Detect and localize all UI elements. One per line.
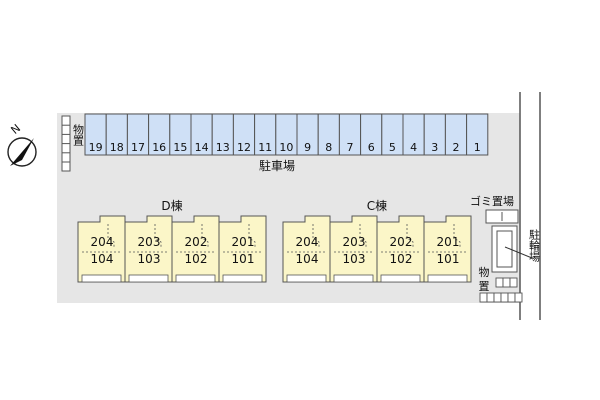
compass-north-label: N bbox=[8, 122, 23, 137]
unit-storage-box bbox=[128, 274, 169, 283]
unit-number-lower: 103 bbox=[343, 252, 366, 266]
garbage-label: ゴミ置場 bbox=[470, 194, 514, 208]
unit-stair-detail bbox=[406, 224, 414, 248]
parking-space-number: 8 bbox=[325, 141, 332, 154]
building-c: C棟 204 104 203 103 202 102 201 101 bbox=[282, 198, 472, 283]
compass-north-icon bbox=[10, 138, 34, 166]
unit-number-lower: 102 bbox=[390, 252, 413, 266]
compass: N bbox=[7, 122, 37, 167]
unit-number-lower: 102 bbox=[185, 252, 208, 266]
parking-space-number: 18 bbox=[110, 141, 124, 154]
parking-space-number: 6 bbox=[368, 141, 375, 154]
unit-number-upper: 204 bbox=[91, 235, 114, 249]
parking-space-number: 15 bbox=[173, 141, 187, 154]
storage-right-label-1: 物 bbox=[479, 265, 490, 279]
storage-right-box-lower bbox=[479, 292, 488, 303]
parking-space-number: 1 bbox=[474, 141, 481, 154]
parking-space-number: 16 bbox=[152, 141, 166, 154]
storage-right-label-2: 置 bbox=[479, 280, 490, 293]
unit-block bbox=[171, 215, 220, 283]
unit-number-upper: 201 bbox=[232, 235, 255, 249]
unit-number-lower: 104 bbox=[91, 252, 114, 266]
unit-stair-detail bbox=[201, 224, 209, 248]
unit-block bbox=[124, 215, 173, 283]
parking-space-number: 19 bbox=[89, 141, 103, 154]
parking-space bbox=[466, 113, 489, 156]
parking-space-number: 14 bbox=[195, 141, 209, 154]
unit-number-lower: 101 bbox=[437, 252, 460, 266]
bicycle-pointer bbox=[504, 246, 533, 259]
unit-block bbox=[329, 215, 378, 283]
unit-block bbox=[282, 215, 331, 283]
buildings: D棟 204 104 203 103 202 102 201 101 C棟 204 104 203 103… bbox=[77, 198, 472, 283]
storage-right-box-lower bbox=[493, 292, 502, 303]
unit-number-lower: 103 bbox=[138, 252, 161, 266]
storage-right-box-upper bbox=[495, 277, 504, 288]
parking-space-number: 12 bbox=[237, 141, 251, 154]
bicycle-area-inner bbox=[496, 230, 513, 268]
unit-number-upper: 202 bbox=[390, 235, 413, 249]
storage-right-box-upper bbox=[509, 277, 518, 288]
unit-stair-detail bbox=[107, 224, 115, 248]
unit-number-upper: 203 bbox=[138, 235, 161, 249]
parking-space-number: 3 bbox=[431, 141, 438, 154]
unit-number-lower: 104 bbox=[296, 252, 319, 266]
parking-space-number: 7 bbox=[347, 141, 354, 154]
unit-block bbox=[423, 215, 472, 283]
parking-space-number: 2 bbox=[453, 141, 460, 154]
building-label: D棟 bbox=[161, 198, 182, 213]
parking-lot: 19 18 17 16 15 14 13 12 11 10 9 8 7 6 5 4 3 2 1 bbox=[84, 113, 489, 156]
parking-space-number: 9 bbox=[304, 141, 311, 154]
bicycle-parking: 駐輪場 bbox=[491, 225, 541, 273]
parking-space-number: 10 bbox=[279, 141, 293, 154]
bicycle-label: 駐輪場 bbox=[528, 228, 541, 263]
unit-storage-box bbox=[380, 274, 421, 283]
parking-space-number: 4 bbox=[410, 141, 417, 154]
garbage-area: ゴミ置場 bbox=[470, 194, 519, 224]
unit-number-lower: 101 bbox=[232, 252, 255, 266]
unit-stair-detail bbox=[359, 224, 367, 248]
unit-number-upper: 204 bbox=[296, 235, 319, 249]
storage-right-box-lower bbox=[514, 292, 523, 303]
unit-block bbox=[77, 215, 126, 283]
unit-stair-detail bbox=[154, 224, 162, 248]
parking-space-number: 13 bbox=[216, 141, 230, 154]
unit-storage-box bbox=[286, 274, 327, 283]
parking-space-number: 5 bbox=[389, 141, 396, 154]
storage-right: 物 置 bbox=[479, 265, 523, 303]
parking-space-number: 17 bbox=[131, 141, 145, 154]
unit-block bbox=[376, 215, 425, 283]
unit-storage-box bbox=[333, 274, 374, 283]
parking-space-number: 11 bbox=[258, 141, 272, 154]
unit-storage-box bbox=[81, 274, 122, 283]
unit-storage-box bbox=[175, 274, 216, 283]
unit-block bbox=[218, 215, 267, 283]
storage-right-box-lower bbox=[500, 292, 509, 303]
storage-left: 物置 bbox=[61, 115, 85, 172]
storage-right-box-lower bbox=[507, 292, 516, 303]
building-d: D棟 204 104 203 103 202 102 201 101 bbox=[77, 198, 267, 283]
unit-storage-box bbox=[427, 274, 468, 283]
storage-right-box-upper bbox=[502, 277, 511, 288]
unit-storage-box bbox=[222, 274, 263, 283]
unit-stair-detail bbox=[248, 224, 256, 248]
storage-left-label: 物置 bbox=[72, 123, 85, 146]
unit-number-upper: 201 bbox=[437, 235, 460, 249]
unit-stair-detail bbox=[312, 224, 320, 248]
unit-number-upper: 202 bbox=[185, 235, 208, 249]
parking-label: 駐車場 bbox=[259, 158, 295, 173]
unit-number-upper: 203 bbox=[343, 235, 366, 249]
building-label: C棟 bbox=[367, 198, 387, 213]
unit-stair-detail bbox=[453, 224, 461, 248]
storage-right-box-lower bbox=[486, 292, 495, 303]
